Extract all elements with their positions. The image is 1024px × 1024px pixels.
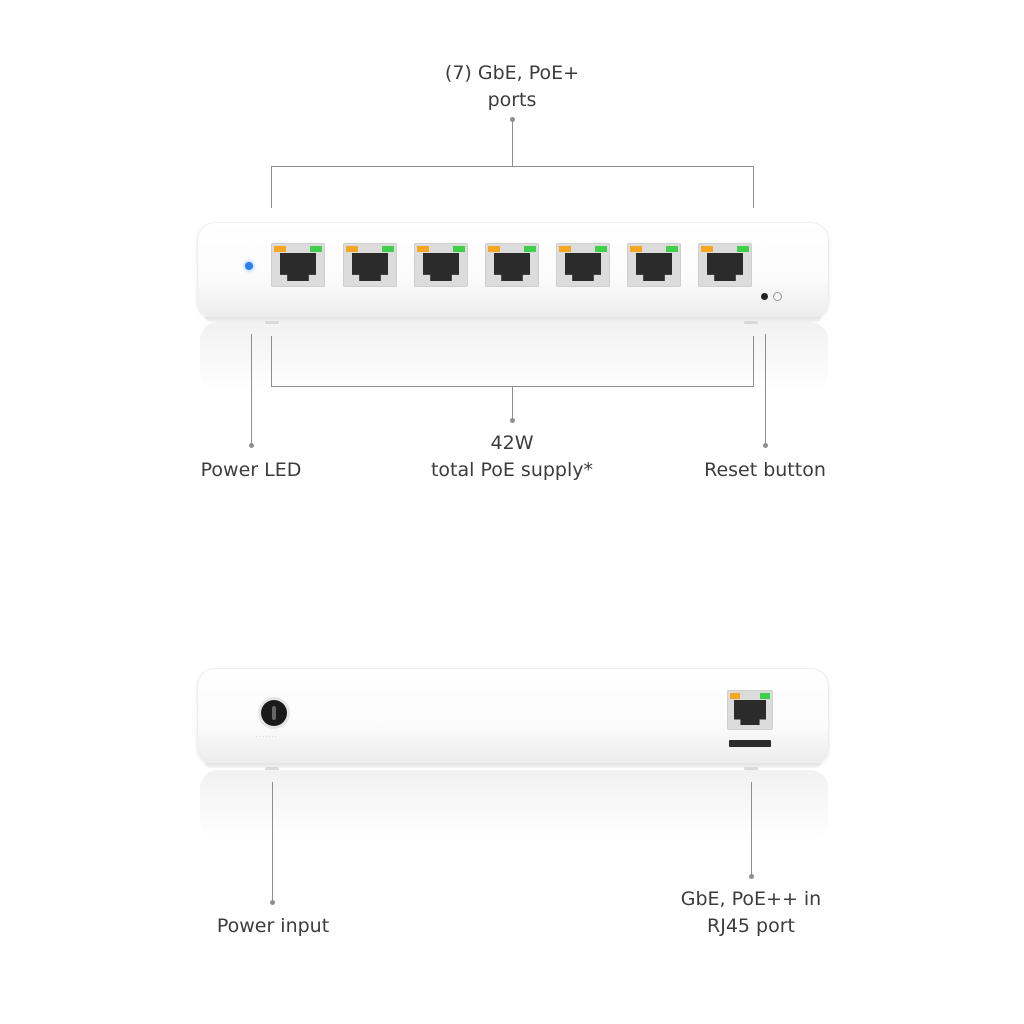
poe-port-2 — [343, 243, 397, 287]
power-led — [245, 262, 253, 270]
back-foot-left — [265, 767, 279, 770]
power-led-callout-line — [251, 334, 252, 444]
poe-supply-label: 42W total PoE supply* — [402, 430, 622, 484]
uplink-port-label: GbE, PoE++ in RJ45 port — [651, 886, 851, 940]
power-input-callout-dot — [270, 900, 275, 905]
uplink-callout-dot — [749, 874, 754, 879]
gbe-poe-ports-label: (7) GbE, PoE+ ports — [412, 60, 612, 114]
reset-button-label: Reset button — [704, 459, 826, 481]
power-input-label: Power input — [216, 915, 330, 937]
supply-bracket-right — [753, 336, 754, 386]
poe-port-6 — [627, 243, 681, 287]
back-foot-right — [744, 767, 758, 770]
ports-bracket-right — [753, 166, 754, 208]
reset-callout-line — [765, 334, 766, 444]
poe-port-4 — [485, 243, 539, 287]
poe-port-7 — [698, 243, 752, 287]
poe-supply-label-line2: total PoE supply* — [430, 459, 594, 481]
ports-bracket-left — [271, 166, 272, 208]
front-device-reflection — [200, 322, 828, 392]
back-device-base — [205, 763, 821, 768]
front-foot-left — [265, 321, 279, 324]
front-device-base — [205, 317, 821, 322]
ports-callout-stem — [512, 120, 513, 166]
poe-port-1 — [271, 243, 325, 287]
reset-button-hole — [761, 293, 768, 300]
back-device-reflection — [200, 770, 828, 840]
poe-port-5 — [556, 243, 610, 287]
dc-power-jack — [261, 700, 287, 726]
power-led-label: Power LED — [200, 459, 302, 481]
uplink-callout-line — [751, 782, 752, 876]
supply-bracket-left — [271, 336, 272, 386]
dc-jack-marking: · · · · · · · — [256, 734, 277, 740]
gbe-poe-ports-label-line1: (7) GbE, PoE+ — [444, 62, 580, 84]
ports-callout-dot — [510, 117, 515, 122]
reset-icon — [773, 292, 782, 301]
reset-callout-dot — [763, 443, 768, 448]
uplink-port-label-line2: RJ45 port — [707, 915, 795, 937]
poe-port-3 — [414, 243, 468, 287]
supply-callout-stem — [512, 386, 513, 420]
ports-bracket-top — [271, 166, 754, 167]
switch-back-view — [197, 668, 829, 764]
power-input-callout-line — [272, 782, 273, 902]
uplink-poe-in-port — [727, 690, 773, 730]
gbe-poe-ports-label-line2: ports — [487, 89, 537, 111]
poe-supply-label-line1: 42W — [490, 432, 534, 454]
uplink-port-tag — [729, 740, 771, 747]
uplink-port-label-line1: GbE, PoE++ in — [680, 888, 822, 910]
supply-callout-dot — [510, 418, 515, 423]
power-led-callout-dot — [249, 443, 254, 448]
front-foot-right — [744, 321, 758, 324]
